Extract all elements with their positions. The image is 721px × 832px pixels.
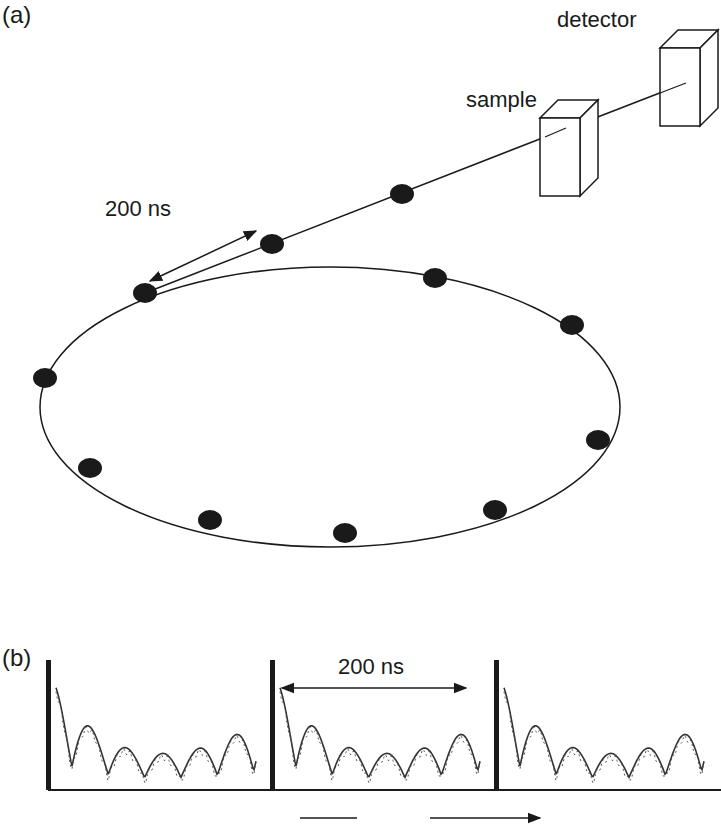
beam-line	[145, 137, 545, 293]
dimension-label: 200 ns	[105, 197, 171, 221]
dimension-label: 200 ns	[338, 655, 404, 679]
prompt-pulse	[270, 660, 275, 790]
electron-bunch	[483, 500, 507, 520]
spacing-arrow	[150, 231, 256, 281]
detector-plate	[660, 30, 718, 126]
part-label: detector	[557, 8, 637, 32]
time-arrow	[430, 817, 540, 819]
sample-plate	[540, 100, 598, 196]
electron-bunch	[390, 184, 414, 204]
prompt-pulse	[46, 660, 51, 790]
electron-bunch	[333, 523, 357, 543]
time-bar	[300, 817, 357, 819]
panel-label: (b)	[2, 645, 31, 671]
spectrum-curve	[56, 688, 256, 778]
electron-bunch	[133, 283, 157, 303]
time-axis	[48, 789, 721, 791]
spectrum-data	[56, 692, 256, 784]
electron-bunch	[78, 458, 102, 478]
beam-line	[545, 128, 566, 137]
period-arrow	[282, 687, 466, 689]
electron-bunch	[260, 234, 284, 254]
electron-bunch	[423, 268, 447, 288]
beam-line	[660, 83, 686, 93]
spectrum-curve	[504, 688, 704, 778]
electron-bunch	[198, 510, 222, 530]
storage-ring	[40, 267, 620, 547]
time-spectra	[56, 688, 704, 784]
part-label: sample	[466, 88, 537, 112]
spectrum-curve	[280, 688, 480, 778]
electron-bunch	[560, 315, 584, 335]
prompt-pulse	[494, 660, 499, 790]
spectrum-data	[504, 692, 704, 784]
electron-bunch	[586, 430, 610, 450]
panel-label: (a)	[2, 2, 31, 28]
electron-bunch	[33, 368, 57, 388]
electron-bunches	[33, 184, 610, 543]
spectrum-data	[280, 692, 480, 784]
